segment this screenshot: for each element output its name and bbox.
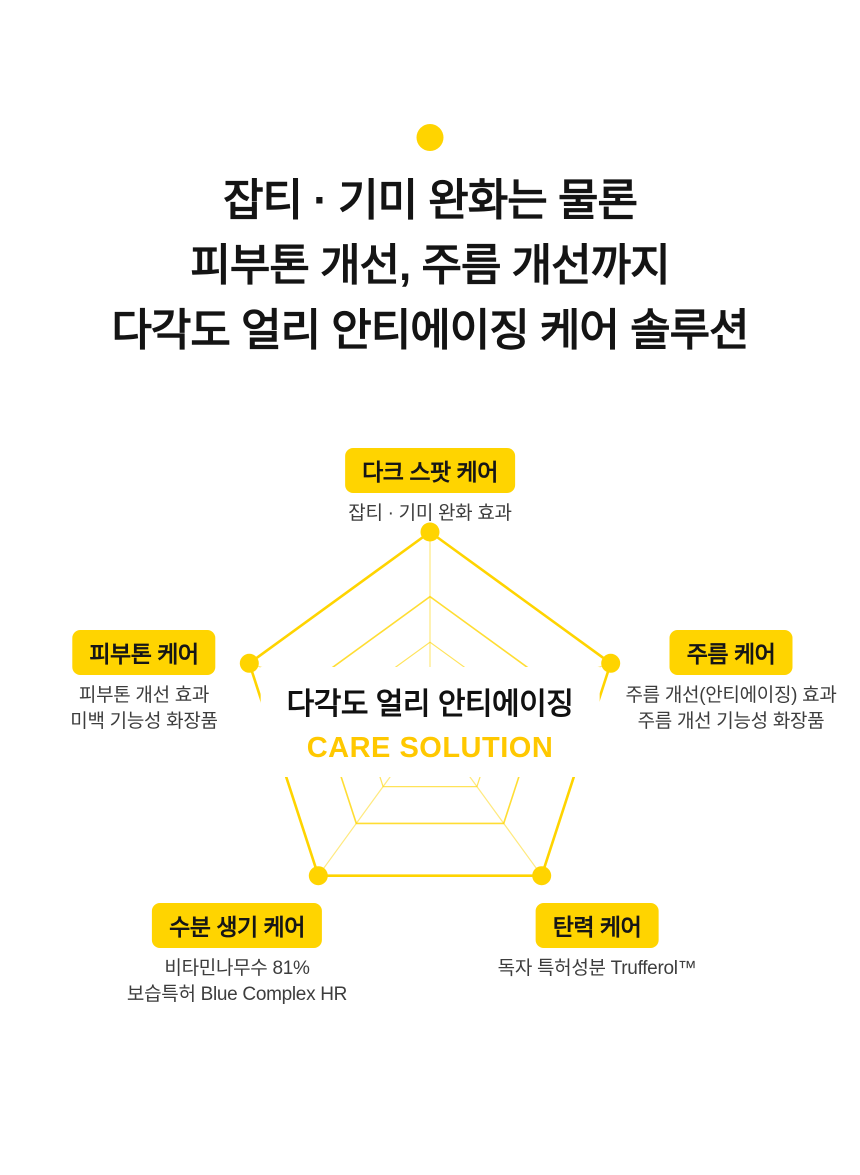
accent-dot-icon [416,124,444,151]
care-node-moisture-badge: 수분 생기 케어 [152,903,322,948]
vertex-dot-bottom-left [308,866,328,886]
headline: 잡티 · 기미 완화는 물론 피부톤 개선, 주름 개선까지 다각도 얼리 안티… [0,168,860,363]
care-node-wrinkle: 주름 케어 주름 개선(안티에이징) 효과 주름 개선 기능성 화장품 [626,630,837,735]
pentagon-ring-outer [247,530,613,878]
diagram-center-title: 다각도 얼리 안티에이징 [286,688,574,721]
care-node-wrinkle-desc: 주름 개선(안티에이징) 효과 주름 개선 기능성 화장품 [626,683,837,735]
vertex-dot-top [420,522,440,542]
desc-line: 주름 개선(안티에이징) 효과 [625,685,837,706]
care-node-skin-tone-badge: 피부톤 케어 [72,630,216,675]
headline-line-2: 피부톤 개선, 주름 개선까지 [190,241,670,290]
care-node-elasticity-desc: 독자 특허성분 Trufferol™ [498,956,697,982]
desc-line: 보습특허 Blue Complex HR [126,984,348,1005]
care-node-dark-spot: 다크 스팟 케어 잡티 · 기미 완화 효과 [345,448,515,527]
desc-line: 잡티 · 기미 완화 효과 [348,503,512,524]
diagram-center-subtitle: CARE SOLUTION [306,732,554,764]
desc-line: 주름 개선 기능성 화장품 [637,711,825,732]
vertex-dot-bottom-right [532,866,552,886]
care-node-dark-spot-desc: 잡티 · 기미 완화 효과 [345,501,515,527]
care-node-moisture-desc: 비타민나무수 81% 보습특허 Blue Complex HR [126,956,348,1008]
care-node-skin-tone: 피부톤 케어 피부톤 개선 효과 미백 기능성 화장품 [70,630,218,735]
headline-line-3: 다각도 얼리 안티에이징 케어 솔루션 [111,306,749,355]
care-node-elasticity: 탄력 케어 독자 특허성분 Trufferol™ [498,903,697,982]
desc-line: 미백 기능성 화장품 [70,711,218,732]
desc-line: 독자 특허성분 Trufferol™ [497,958,697,979]
vertex-dot-right [601,653,621,673]
vertex-dot-left [239,653,259,673]
care-node-elasticity-badge: 탄력 케어 [535,903,659,948]
desc-line: 피부톤 개선 효과 [78,685,210,706]
headline-line-1: 잡티 · 기미 완화는 물론 [223,176,638,225]
care-node-dark-spot-badge: 다크 스팟 케어 [345,448,515,493]
desc-line: 비타민나무수 81% [164,958,310,979]
care-node-wrinkle-badge: 주름 케어 [669,630,793,675]
care-node-moisture: 수분 생기 케어 비타민나무수 81% 보습특허 Blue Complex HR [127,903,347,1008]
care-node-skin-tone-desc: 피부톤 개선 효과 미백 기능성 화장품 [70,683,218,735]
diagram-center-label: 다각도 얼리 안티에이징 CARE SOLUTION [260,667,600,777]
